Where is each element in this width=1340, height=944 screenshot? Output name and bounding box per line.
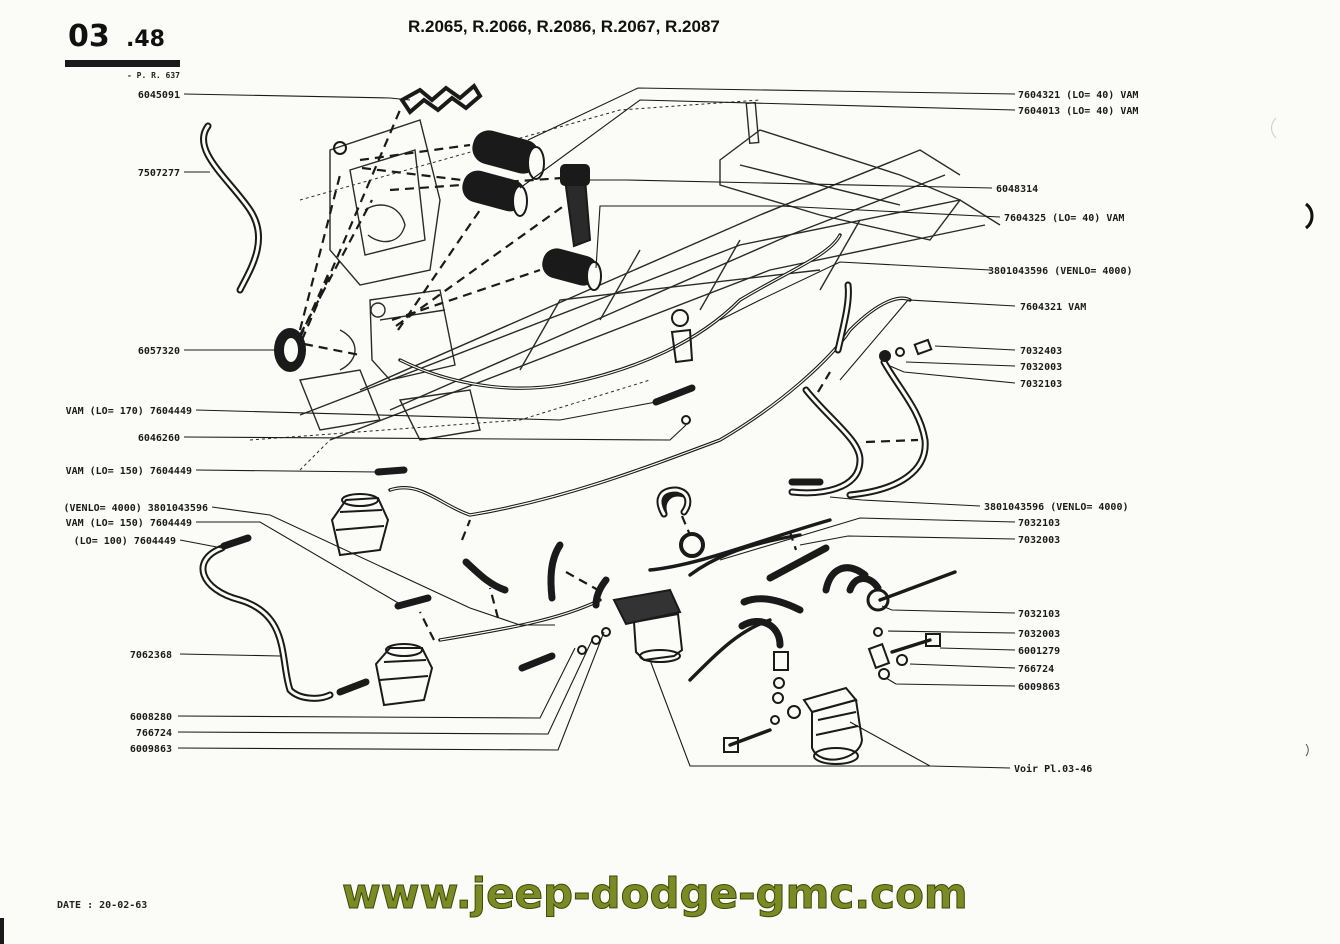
plate-sub: .48 — [126, 27, 165, 52]
label-766724-right: 766724 — [1018, 664, 1054, 675]
fuel-lines — [388, 233, 957, 682]
label-7032103-b: 7032103 — [1018, 518, 1060, 529]
label-6048314: 6048314 — [996, 184, 1038, 195]
label-6009863-right: 6009863 — [1018, 682, 1060, 693]
fuel-filter-center — [612, 588, 684, 663]
label-7507277: 7507277 — [138, 168, 180, 179]
plate-header: 03 .48 - P. R. 637 R.2065, R.2066, R.208… — [65, 17, 720, 80]
label-6045091: 6045091 — [138, 90, 180, 101]
grommet-6057320 — [274, 328, 306, 372]
label-7604449-lo150-b: VAM (LO= 150) 7604449 — [66, 518, 192, 529]
leader-lines — [177, 87, 1016, 769]
label-3801043596-left: (VENLO= 4000) 3801043596 — [64, 503, 209, 514]
label-3801043596-lower: 3801043596 (VENLO= 4000) — [984, 502, 1129, 513]
model-list: R.2065, R.2066, R.2086, R.2067, R.2087 — [408, 17, 720, 36]
exploded-view-lines — [298, 109, 919, 641]
label-7604321-lo40: 7604321 (LO= 40) VAM — [1018, 90, 1138, 101]
label-6001279: 6001279 — [1018, 646, 1060, 657]
label-766724-left: 766724 — [136, 728, 172, 739]
scan-margin-marks — [0, 117, 1314, 944]
plate-code: 03 — [68, 19, 110, 54]
label-7604325-lo40: 7604325 (LO= 40) VAM — [1004, 213, 1124, 224]
label-6057320: 6057320 — [138, 346, 180, 357]
label-6046260: 6046260 — [138, 433, 180, 444]
page-footer: DATE : 20-02-63 www.jeep-dodge-gmc.com — [57, 869, 968, 919]
label-7604449-lo100: (LO= 100) 7604449 — [74, 536, 176, 547]
label-7604013-lo40: 7604013 (LO= 40) VAM — [1018, 106, 1138, 117]
label-7032103-c: 7032103 — [1018, 609, 1060, 620]
website-watermark: www.jeep-dodge-gmc.com — [342, 869, 968, 918]
header-bar — [65, 60, 180, 67]
label-7604449-lo170: VAM (LO= 170) 7604449 — [66, 406, 192, 417]
fuel-filter-glass — [802, 686, 864, 765]
pipe-fittings — [333, 141, 941, 753]
label-7032003-a: 7032003 — [1020, 362, 1062, 373]
labels-left: 6045091 7507277 6057320 VAM (LO= 170) 76… — [64, 90, 209, 755]
fuel-pump-lower — [374, 643, 434, 707]
label-7032003-b: 7032003 — [1018, 535, 1060, 546]
hose-sleeve-middle — [462, 170, 528, 217]
label-3801043596-upper: 3801043596 (VENLO= 4000) — [988, 266, 1133, 277]
label-7604449-lo150-a: VAM (LO= 150) 7604449 — [66, 466, 192, 477]
label-voir-pl-03-46: Voir Pl.03-46 — [1014, 763, 1092, 775]
labels-right: 7604321 (LO= 40) VAM 7604013 (LO= 40) VA… — [984, 90, 1138, 775]
plate-date: DATE : 20-02-63 — [57, 900, 147, 911]
label-6008280: 6008280 — [130, 712, 172, 723]
components — [274, 130, 941, 765]
plate-ref: - P. R. 637 — [127, 71, 180, 80]
label-7032403: 7032403 — [1020, 346, 1062, 357]
label-7032003-c: 7032003 — [1018, 629, 1060, 640]
label-7604321-vam: 7604321 VAM — [1020, 302, 1086, 313]
hose-sleeve-lower — [542, 248, 602, 291]
label-6009863-left: 6009863 — [130, 744, 172, 755]
label-7032103-a: 7032103 — [1020, 379, 1062, 390]
label-7062368: 7062368 — [130, 650, 172, 661]
fuel-pump-upper — [330, 493, 390, 557]
hose-sleeve-upper — [472, 130, 545, 180]
bracket-6048314 — [560, 164, 592, 248]
